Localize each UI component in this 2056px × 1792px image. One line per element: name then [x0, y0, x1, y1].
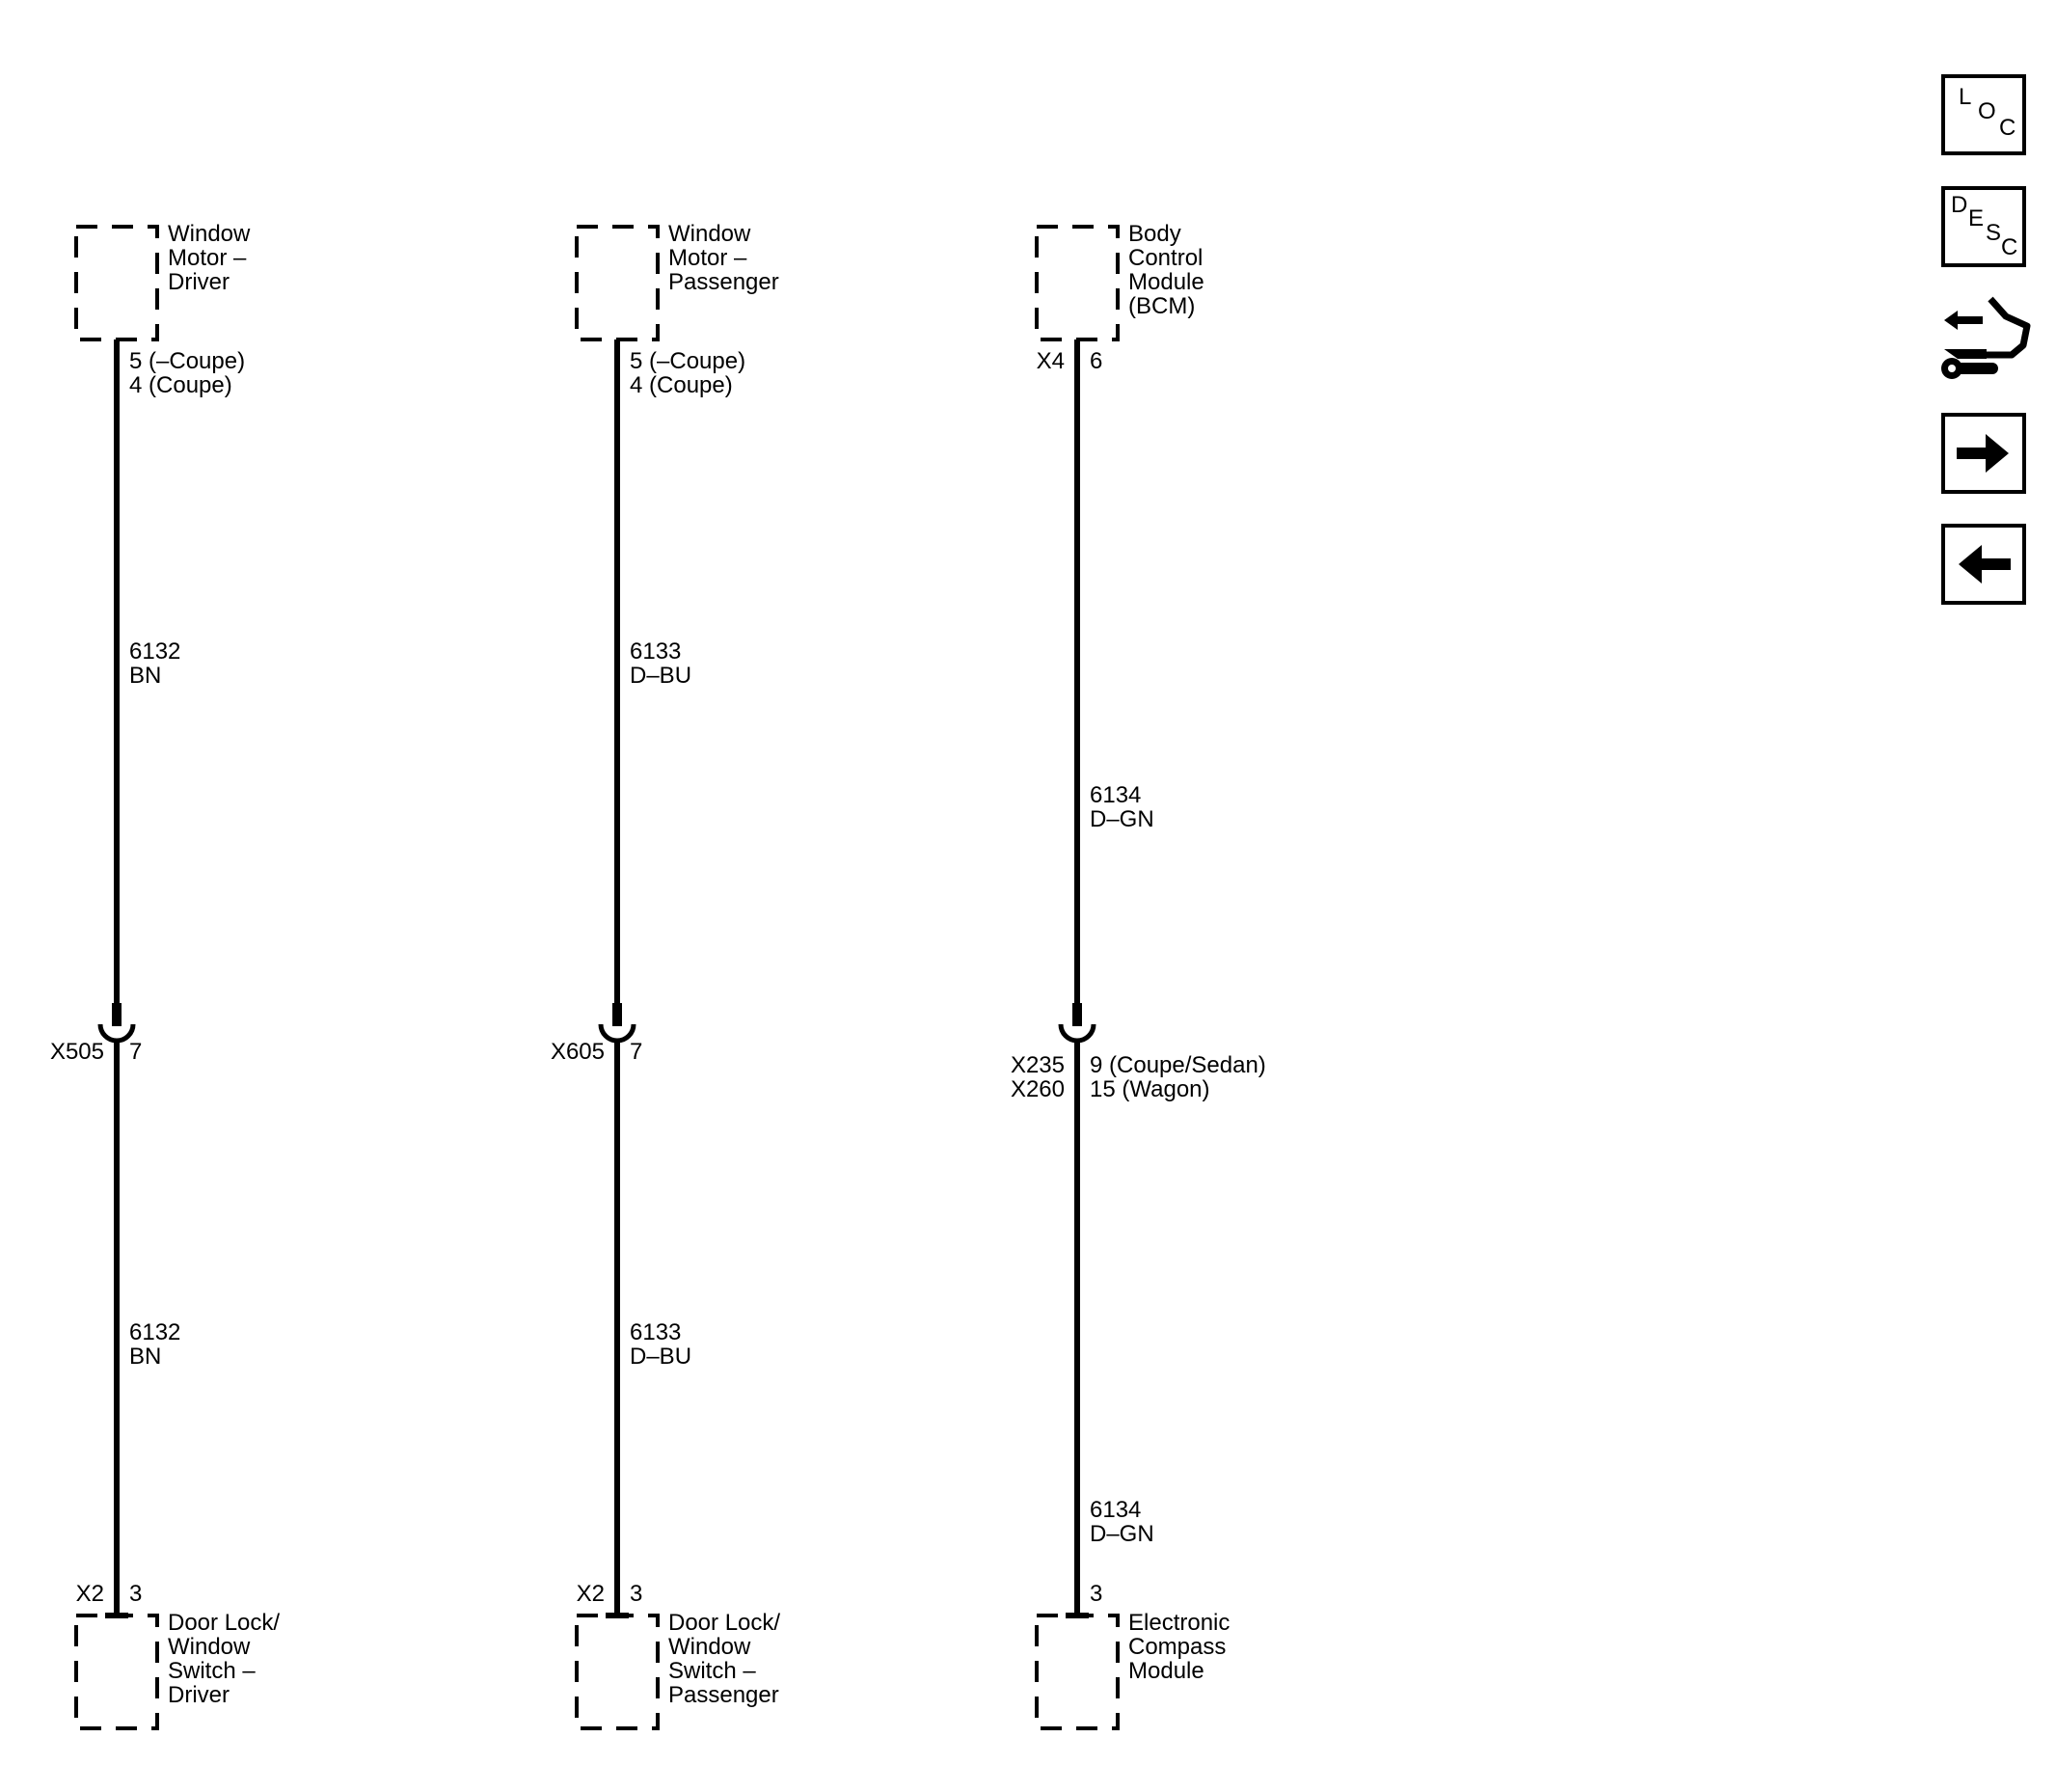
- wire-label-lower: 6132: [129, 1319, 180, 1345]
- wire-label-lower: 6134: [1090, 1497, 1141, 1523]
- inline-connector-label: X235: [1011, 1052, 1065, 1078]
- bottom-component-label: Window: [668, 1634, 751, 1660]
- top-component-label: Body: [1128, 221, 1181, 247]
- inline-pin-label: 7: [129, 1039, 142, 1065]
- connector-wrench-icon: [1941, 296, 2031, 379]
- wire-label-upper: 6133: [630, 638, 681, 665]
- bottom-component-label: Driver: [168, 1682, 230, 1708]
- inline-connector-label: X260: [1011, 1076, 1065, 1102]
- desc-button[interactable]: D E S C: [1941, 186, 2026, 267]
- wire-label-upper: 6132: [129, 638, 180, 665]
- wire-label-upper: D–BU: [630, 663, 691, 689]
- wire-label-lower: D–GN: [1090, 1521, 1154, 1547]
- bottom-component-label: Door Lock/: [168, 1610, 280, 1636]
- inline-connector-socket: [598, 1023, 636, 1044]
- inline-connector-socket: [97, 1023, 136, 1044]
- inline-pin-label: 7: [630, 1039, 642, 1065]
- bottom-component-box: [575, 1614, 660, 1730]
- inline-connector-pin: [1072, 1003, 1082, 1026]
- bottom-connector-label: X2: [76, 1581, 104, 1607]
- loc-button[interactable]: L O C: [1941, 74, 2026, 155]
- top-connector-label: X4: [1037, 348, 1065, 374]
- top-component-label: Window: [668, 221, 751, 247]
- desc-letter: D: [1951, 192, 1968, 218]
- arrow-right-icon: [1957, 434, 2009, 473]
- bottom-component-label: Window: [168, 1634, 251, 1660]
- bottom-component-label: Compass: [1128, 1634, 1226, 1660]
- bottom-connector-label: X2: [577, 1581, 605, 1607]
- bottom-component-label: Switch –: [168, 1658, 256, 1684]
- wire-label-lower: BN: [129, 1344, 161, 1370]
- wire-label-upper: 6134: [1090, 782, 1141, 808]
- inline-connector-pin: [612, 1003, 622, 1026]
- bottom-component-label: Passenger: [668, 1682, 779, 1708]
- wire-label-lower: 6133: [630, 1319, 681, 1345]
- top-pin-label: 6: [1090, 348, 1102, 374]
- inline-connector-label: X605: [551, 1039, 605, 1065]
- inline-connector-socket: [1058, 1023, 1096, 1044]
- bottom-pin-label: 3: [630, 1581, 642, 1607]
- connector-tool-button[interactable]: [1938, 291, 2035, 388]
- bottom-component-box: [1035, 1614, 1120, 1730]
- top-pin-label: 4 (Coupe): [630, 372, 733, 398]
- inline-connector-label: X505: [50, 1039, 104, 1065]
- top-component-box: [74, 225, 159, 341]
- top-component-box: [1035, 225, 1120, 341]
- bottom-component-label: Electronic: [1128, 1610, 1230, 1636]
- top-component-label: Driver: [168, 269, 230, 295]
- next-button[interactable]: [1941, 413, 2026, 494]
- bottom-pin-label: 3: [129, 1581, 142, 1607]
- inline-pin-label: 15 (Wagon): [1090, 1076, 1210, 1102]
- top-component-label: Window: [168, 221, 251, 247]
- top-component-label: Module: [1128, 269, 1204, 295]
- top-component-label: (BCM): [1128, 293, 1195, 319]
- top-component-label: Control: [1128, 245, 1203, 271]
- top-pin-label: 5 (–Coupe): [630, 348, 745, 374]
- inline-connector-pin: [112, 1003, 122, 1026]
- bottom-component-label: Module: [1128, 1658, 1204, 1684]
- arrow-left-icon: [1959, 545, 2011, 584]
- loc-letter: C: [1999, 115, 2016, 141]
- bottom-component-box: [74, 1614, 159, 1730]
- bottom-pin-label: 3: [1090, 1581, 1102, 1607]
- bottom-component-label: Door Lock/: [668, 1610, 780, 1636]
- desc-letter: E: [1968, 205, 1985, 231]
- inline-pin-label: 9 (Coupe/Sedan): [1090, 1052, 1266, 1078]
- desc-letter: C: [2001, 234, 2018, 260]
- loc-letter: L: [1959, 84, 1972, 110]
- prev-button[interactable]: [1941, 524, 2026, 605]
- top-component-box: [575, 225, 660, 341]
- top-pin-label: 4 (Coupe): [129, 372, 232, 398]
- wire-label-upper: BN: [129, 663, 161, 689]
- top-component-label: Motor –: [168, 245, 247, 271]
- loc-letter: O: [1978, 98, 1996, 124]
- bottom-component-label: Switch –: [668, 1658, 756, 1684]
- wire-label-lower: D–BU: [630, 1344, 691, 1370]
- wire-label-upper: D–GN: [1090, 806, 1154, 832]
- top-pin-label: 5 (–Coupe): [129, 348, 245, 374]
- top-component-label: Motor –: [668, 245, 747, 271]
- top-component-label: Passenger: [668, 269, 779, 295]
- desc-letter: S: [1986, 220, 2002, 246]
